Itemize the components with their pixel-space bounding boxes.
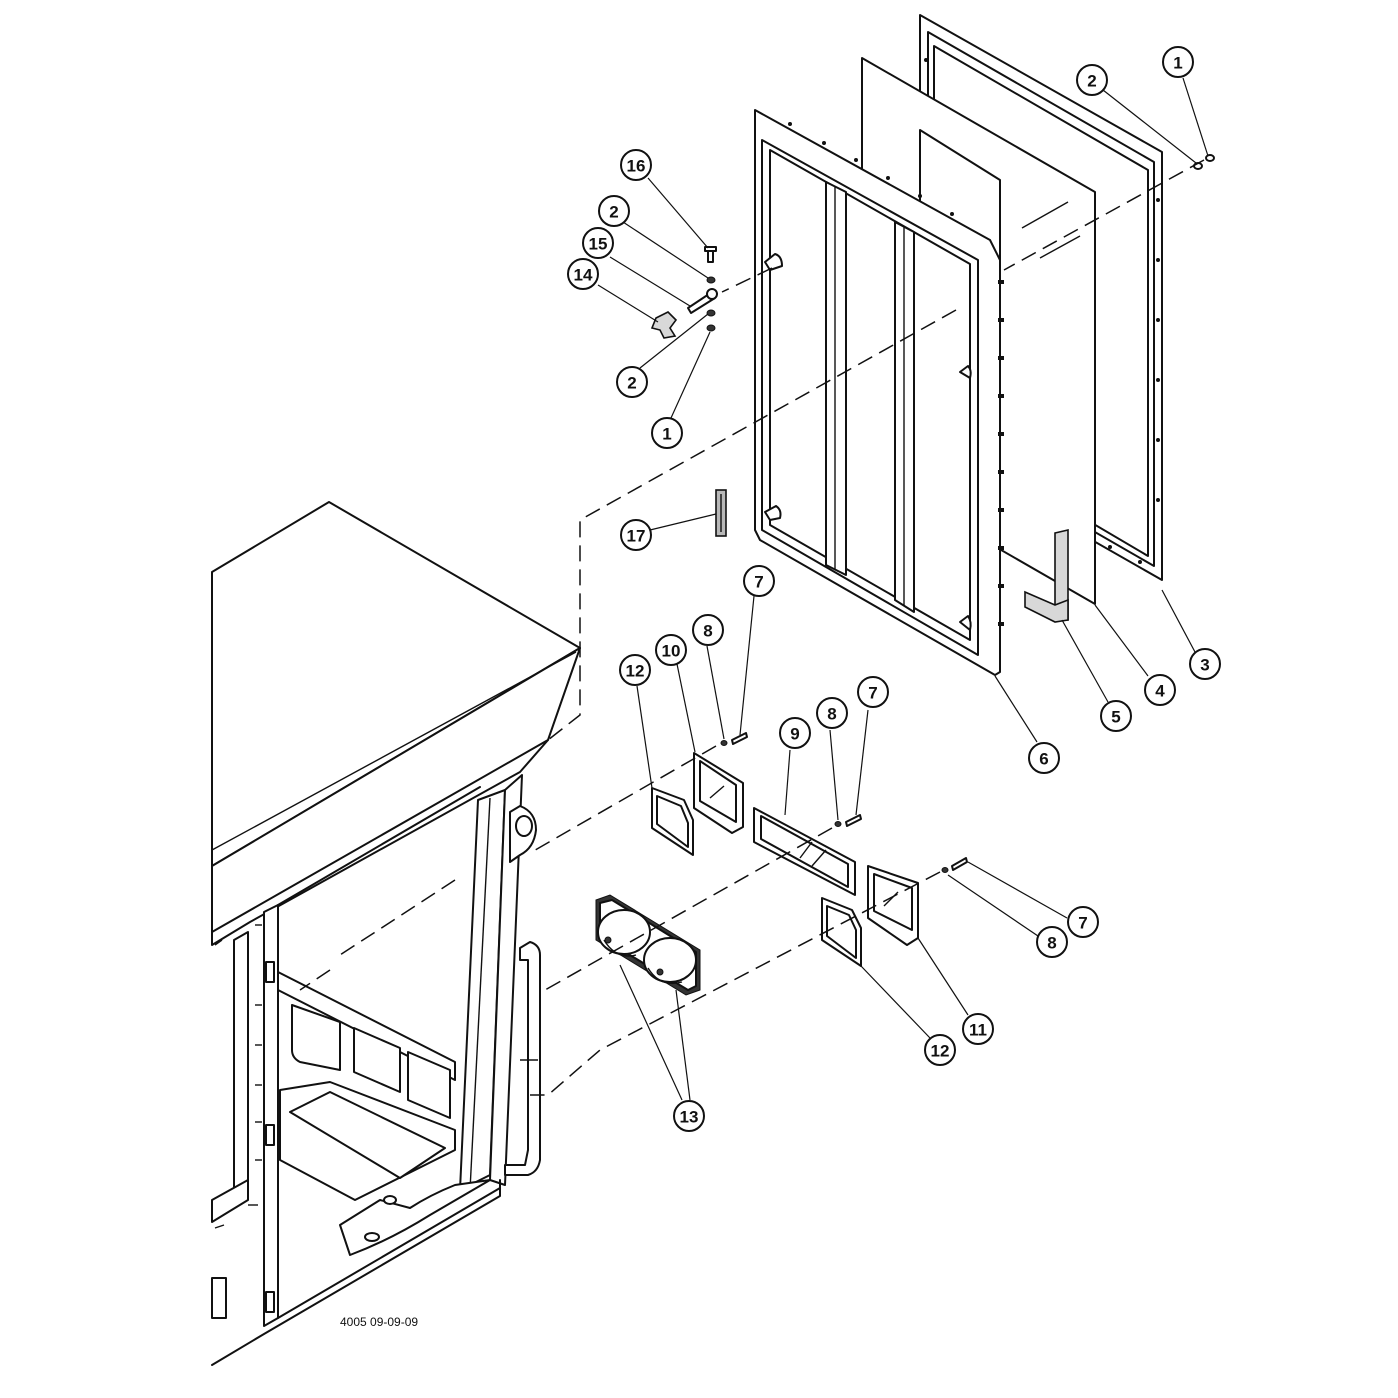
callout-8: 8 [816, 697, 848, 729]
callout-12: 12 [619, 654, 651, 686]
callout-circle [620, 519, 652, 551]
callout-circle [598, 195, 630, 227]
callout-label: 2 [609, 203, 618, 222]
fasteners-7-8 [720, 732, 968, 873]
callout-16: 16 [620, 149, 652, 181]
callout-label: 7 [868, 684, 877, 703]
callout-label: 8 [703, 622, 712, 641]
callout-label: 8 [1047, 934, 1056, 953]
callout-13: 13 [673, 1100, 705, 1132]
filler-strip-17 [715, 489, 727, 537]
callout-circle [857, 676, 889, 708]
callout-label: 5 [1111, 708, 1120, 727]
callout-2: 2 [1076, 64, 1108, 96]
callout-4: 4 [1144, 674, 1176, 706]
seal-12-upper [651, 787, 694, 856]
callout-circle [620, 149, 652, 181]
callout-label: 13 [680, 1108, 699, 1127]
seal-strip-5 [1024, 528, 1069, 623]
callout-5: 5 [1100, 700, 1132, 732]
callout-circle [1036, 926, 1068, 958]
callout-circle [1100, 700, 1132, 732]
callout-3: 3 [1189, 648, 1221, 680]
center-window-9 [753, 807, 856, 896]
callout-label: 7 [754, 573, 763, 592]
callout-circle [924, 1034, 956, 1066]
callout-6: 6 [1028, 742, 1060, 774]
callout-7: 7 [857, 676, 889, 708]
assembly-dash-lines [299, 159, 1205, 1096]
callout-circle [743, 565, 775, 597]
cab-body [211, 501, 581, 1366]
callout-label: 16 [627, 157, 646, 176]
callout-label: 17 [627, 527, 646, 546]
callout-label: 12 [931, 1042, 950, 1061]
callout-circle [673, 1100, 705, 1132]
callout-9: 9 [779, 717, 811, 749]
callout-circle [1028, 742, 1060, 774]
callout-label: 2 [1087, 72, 1096, 91]
callout-circle [567, 258, 599, 290]
latch-hardware [650, 154, 1215, 339]
callout-15: 15 [582, 227, 614, 259]
callout-12: 12 [924, 1034, 956, 1066]
seal-12-lower [821, 897, 862, 967]
leader-lines [597, 77, 1209, 1101]
callout-circle [1067, 906, 1099, 938]
callout-2: 2 [616, 366, 648, 398]
callout-circle [1189, 648, 1221, 680]
callout-circle [616, 366, 648, 398]
callout-8: 8 [692, 614, 724, 646]
callout-10: 10 [655, 634, 687, 666]
callout-17: 17 [620, 519, 652, 551]
callout-circle [816, 697, 848, 729]
callout-circle [1144, 674, 1176, 706]
callout-label: 4 [1155, 682, 1165, 701]
callout-label: 1 [1173, 54, 1182, 73]
callout-circle [962, 1013, 994, 1045]
window-frame-6 [754, 109, 1004, 676]
callout-1: 1 [1162, 46, 1194, 78]
callout-circle [1076, 64, 1108, 96]
callout-label: 12 [626, 662, 645, 681]
callout-label: 10 [662, 642, 681, 661]
callout-label: 11 [969, 1021, 987, 1040]
callout-7: 7 [743, 565, 775, 597]
callout-label: 6 [1039, 750, 1048, 769]
callout-11: 11 [962, 1013, 994, 1045]
callout-circle [779, 717, 811, 749]
callout-7: 7 [1067, 906, 1099, 938]
callout-14: 14 [567, 258, 599, 290]
callout-label: 3 [1200, 656, 1209, 675]
callout-circle [619, 654, 651, 686]
callout-label: 9 [790, 725, 799, 744]
callout-circle [651, 417, 683, 449]
callout-circle [582, 227, 614, 259]
callout-8: 8 [1036, 926, 1068, 958]
drawing-code-text: 4005 09-09-09 [340, 1315, 418, 1329]
callout-label: 2 [627, 374, 636, 393]
callout-label: 14 [574, 266, 593, 285]
callout-label: 15 [589, 235, 608, 254]
callout-label: 8 [827, 705, 836, 724]
callout-circle [655, 634, 687, 666]
callout-2: 2 [598, 195, 630, 227]
side-window-10 [693, 752, 744, 834]
callout-circle [692, 614, 724, 646]
callout-1: 1 [651, 417, 683, 449]
callout-circle [1162, 46, 1194, 78]
callout-label: 1 [662, 425, 671, 444]
callout-label: 7 [1078, 914, 1087, 933]
work-lamps-13 [595, 894, 701, 996]
